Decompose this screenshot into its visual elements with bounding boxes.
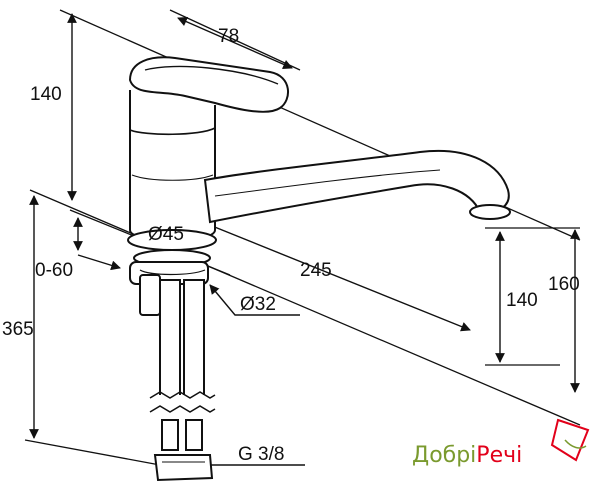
- dim-lever-width: 78: [218, 26, 239, 47]
- thread-connector: [153, 454, 214, 482]
- dim-lever-height: 140: [30, 84, 62, 105]
- body-cylinder: [129, 90, 216, 242]
- dimension-arrows: [29, 13, 580, 470]
- lever-handle: [128, 56, 289, 113]
- dim-spout-reach: 245: [300, 260, 332, 281]
- watermark-logo: ДобріРечі: [412, 418, 590, 468]
- watermark-text-part1: Добрі: [412, 443, 476, 468]
- dim-mount-range: 0-60: [35, 260, 73, 281]
- watermark-text-part2: Речі: [476, 443, 522, 468]
- mounting-stud: [139, 274, 161, 316]
- dim-total-height-above-deck: 160: [548, 274, 580, 295]
- extension-lines: [24, 9, 581, 466]
- dim-spout-outlet-height: 140: [506, 290, 538, 311]
- kite-icon: [550, 418, 590, 462]
- dim-shank-diameter: Ø32: [240, 294, 276, 315]
- spout-outlet: [469, 204, 511, 220]
- faucet-illustration: [127, 56, 511, 482]
- supply-hose-left: [159, 279, 181, 411]
- break-marks: [149, 391, 216, 415]
- dim-body-diameter: Ø45: [148, 224, 184, 245]
- svg-text:ДобріРечі: ДобріРечі: [412, 443, 522, 468]
- supply-hose-right: [183, 279, 205, 411]
- spout: [203, 149, 510, 224]
- dim-total-height: 365: [2, 319, 34, 340]
- dim-connection-thread: G 3/8: [238, 444, 284, 465]
